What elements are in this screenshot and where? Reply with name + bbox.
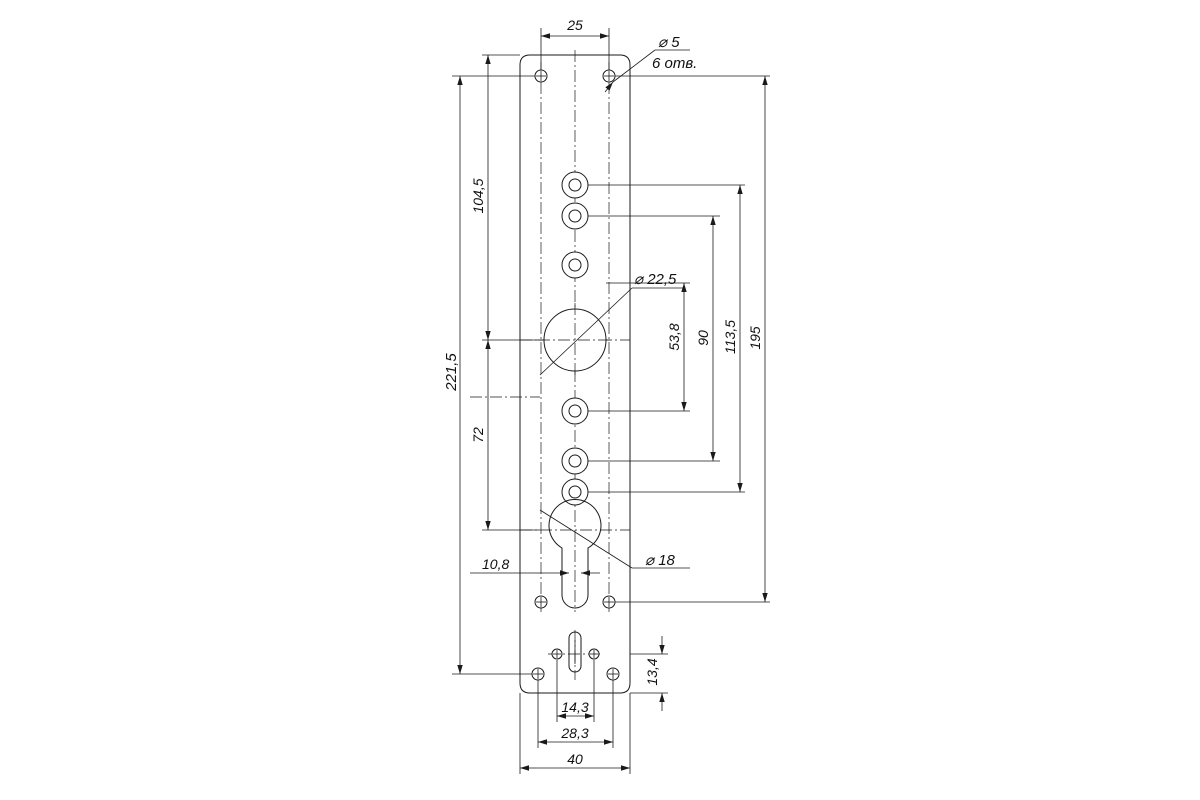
mounting-holes: [531, 69, 620, 681]
dim-195: 195: [747, 326, 763, 350]
dim-small-hole-count: 6 отв.: [652, 55, 697, 72]
dim-10-8: 10,8: [482, 556, 509, 572]
dimension-lines: [457, 33, 768, 771]
dim-25: 25: [566, 17, 583, 33]
dim-28-3: 28,3: [560, 725, 588, 741]
extension-lines: [452, 28, 770, 774]
dim-104-5: 104,5: [470, 178, 486, 213]
dim-72: 72: [470, 427, 486, 443]
dim-cylinder-diameter: ⌀ 22,5: [634, 271, 677, 288]
dim-53-8: 53,8: [666, 323, 682, 350]
dim-small-hole-diameter: ⌀ 5: [658, 34, 680, 51]
bolt-holes: [561, 171, 589, 506]
dim-euro-diameter: ⌀ 18: [645, 552, 676, 569]
dim-14-3: 14,3: [561, 699, 588, 715]
key-slot: [551, 631, 600, 673]
dim-40: 40: [567, 751, 583, 767]
dim-90: 90: [695, 330, 711, 346]
dim-113-5: 113,5: [722, 320, 738, 354]
euro-cylinder-cutout: [548, 499, 602, 609]
faceplate: [519, 54, 631, 694]
dimension-labels: 25 ⌀ 5 6 отв. 104,5 221,5 72 ⌀ 22,5 53,8…: [443, 17, 763, 767]
dim-221-5: 221,5: [443, 353, 460, 392]
dim-13-4: 13,4: [644, 658, 660, 685]
